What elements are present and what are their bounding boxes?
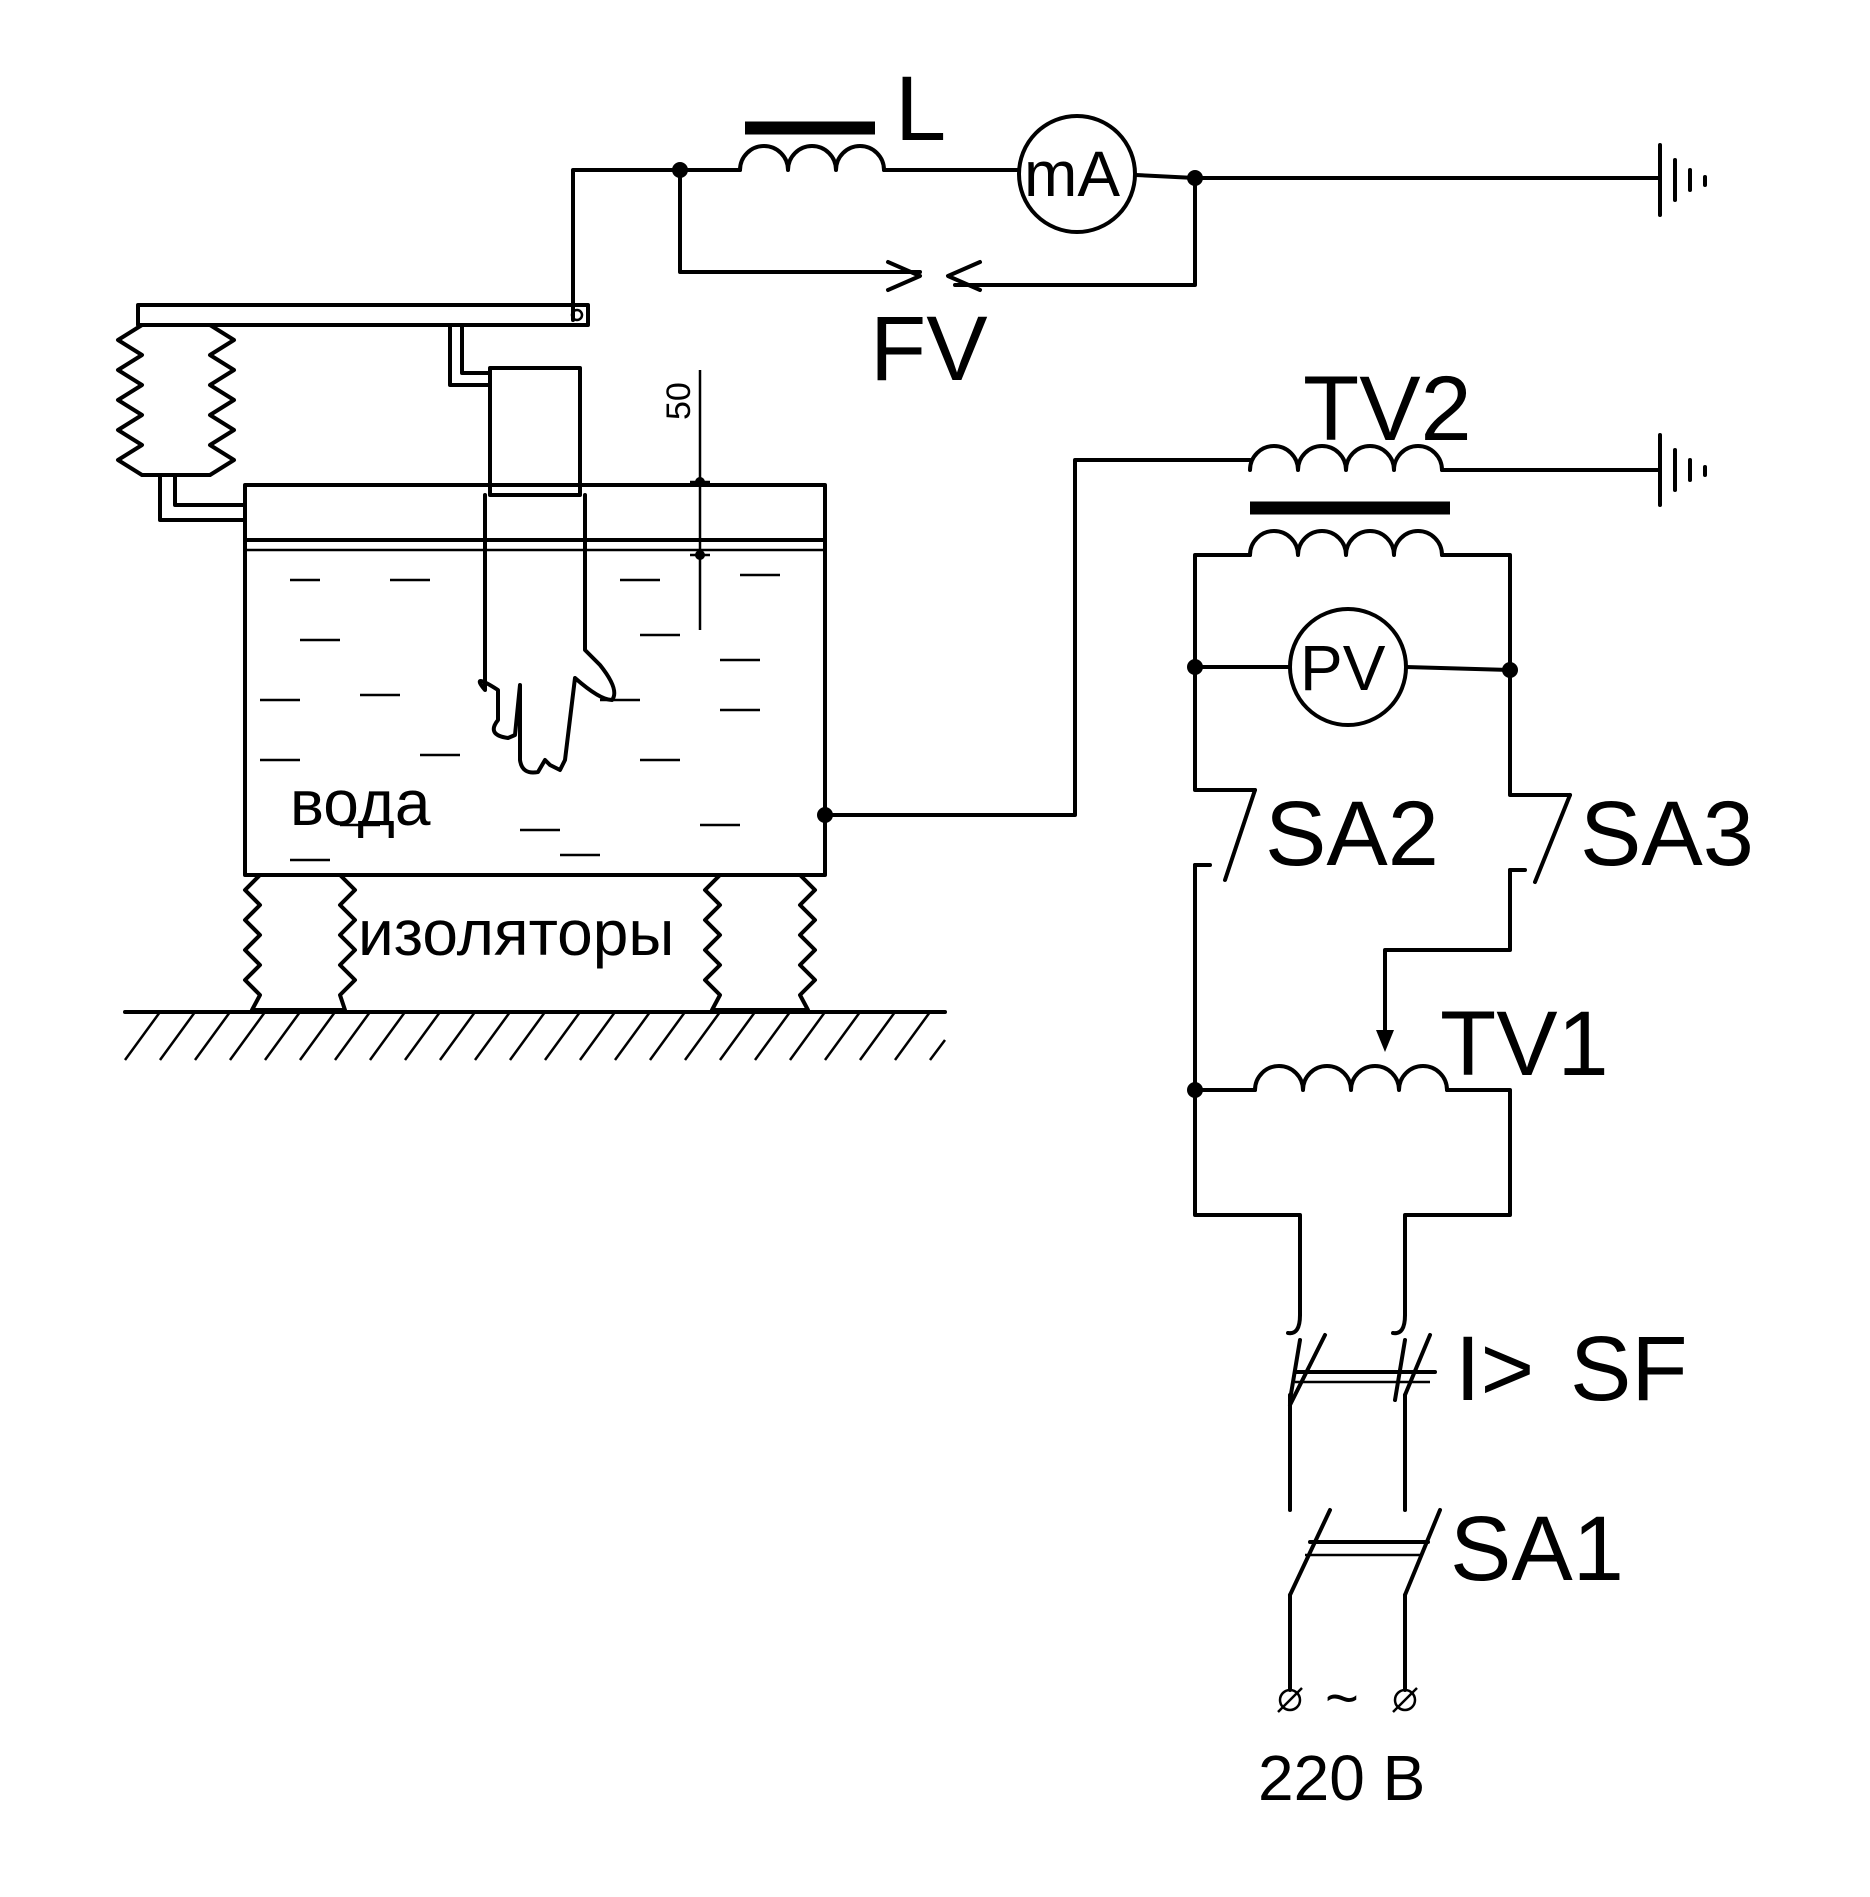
label-sa1: SA1 [1450, 1498, 1624, 1600]
tank [243, 483, 827, 877]
label-tv1: TV1 [1440, 993, 1609, 1095]
label-spark-gap: FV [870, 298, 988, 400]
insulator-bottom-left [243, 873, 357, 1012]
insulator-left [116, 323, 236, 477]
ground-top [1658, 143, 1707, 217]
label-water: вода [290, 767, 431, 839]
hv-lead [823, 458, 1252, 817]
breaker-sf [1288, 1333, 1437, 1512]
spark-gap [886, 260, 982, 292]
electrode [488, 366, 582, 497]
inductor-coil [738, 144, 886, 172]
label-inductor: L [895, 58, 946, 160]
label-voltmeter: PV [1300, 632, 1386, 704]
ground-hatch [123, 1010, 947, 1061]
label-breaker-symbol: I> [1455, 1318, 1534, 1420]
ground-tv2 [1658, 433, 1707, 507]
test-bath [116, 303, 947, 1061]
switch-sa3 [1376, 668, 1572, 1052]
terminal-right [1393, 1688, 1417, 1712]
water-dashes [260, 573, 780, 862]
terminal-left [1278, 1688, 1302, 1712]
glove [477, 493, 617, 775]
transformer-tv2 [1248, 433, 1707, 557]
insulator-bottom-right [703, 873, 817, 1012]
label-depth: 50 [660, 382, 698, 420]
label-insulators: изоляторы [358, 897, 674, 969]
switch-sa2 [1193, 665, 1257, 1092]
label-tv2: TV2 [1303, 358, 1472, 460]
label-supply-voltage: 220 В [1258, 1742, 1425, 1814]
label-ac: ~ [1325, 1666, 1359, 1731]
autotransformer-tv1 [1187, 1064, 1512, 1336]
label-sa3: SA3 [1580, 783, 1754, 885]
top-circuit [571, 114, 1707, 322]
switch-sa1 [1277, 1508, 1442, 1713]
label-sf: SF [1570, 1318, 1688, 1420]
label-milliammeter: mA [1024, 138, 1120, 210]
label-sa2: SA2 [1265, 783, 1439, 885]
depth-marker [690, 370, 710, 630]
